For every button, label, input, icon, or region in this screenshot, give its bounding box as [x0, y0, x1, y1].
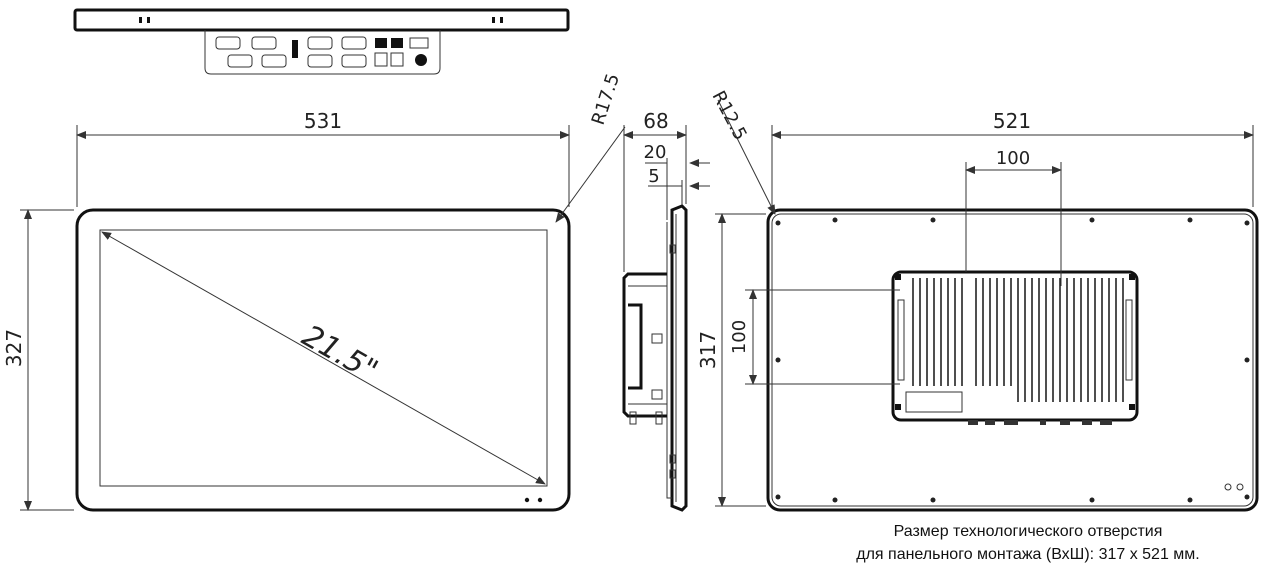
connector-panel	[215, 36, 429, 68]
diagonal-label: 21.5"	[296, 319, 383, 389]
led-indicator-1	[524, 497, 530, 503]
mounting-holes	[775, 217, 1250, 503]
side-view: 68 20 5	[622, 109, 710, 512]
cutout-caption: Размер технологического отверстия для па…	[828, 520, 1228, 566]
cutout-height-label: 317	[696, 331, 720, 369]
diagonal-line	[101, 231, 546, 485]
side-depth-label: 68	[643, 109, 668, 133]
side-bezel-label: 20	[644, 142, 667, 163]
front-radius-label: R17.5	[588, 71, 624, 128]
heatsink-module	[891, 270, 1139, 425]
back-view: 521 100 100 317 R12.5	[696, 87, 1259, 512]
cutout-width-label: 521	[993, 109, 1031, 133]
led-indicator-2	[537, 497, 543, 503]
vesa-vertical-label: 100	[729, 320, 750, 354]
screen-area	[99, 229, 548, 487]
caption-line-2: для панельного монтажа (ВхШ): 317 x 521 …	[856, 546, 1200, 563]
back-radius-label: R12.5	[708, 87, 751, 143]
front-height-label: 327	[2, 329, 26, 367]
back-bezel	[766, 208, 1259, 512]
vesa-horizontal-label: 100	[996, 148, 1030, 169]
front-bezel	[75, 208, 571, 512]
caption-line-1: Размер технологического отверстия	[893, 523, 1163, 540]
front-width-label: 531	[304, 109, 342, 133]
top-view	[73, 8, 570, 75]
side-step-label: 5	[648, 166, 659, 187]
front-view: 21.5" 531 327 R17.5	[2, 71, 626, 512]
